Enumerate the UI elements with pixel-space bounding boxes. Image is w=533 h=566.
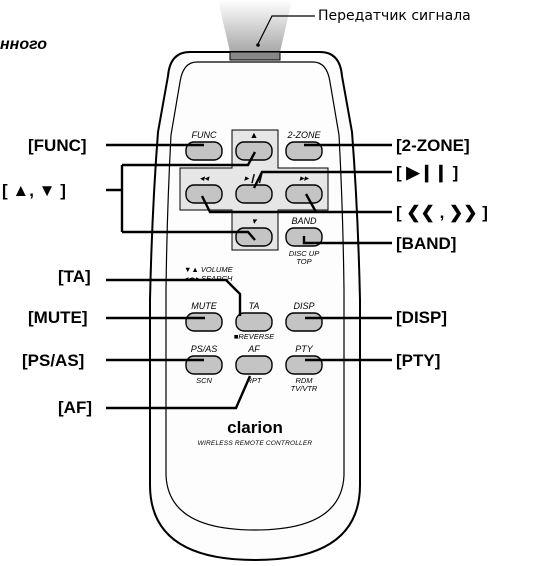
- zone2-button[interactable]: [285, 141, 323, 161]
- af-button-sublabel: RPT: [247, 376, 263, 385]
- psas-button-label: PS/AS: [191, 344, 218, 354]
- pty-button-sublabel-2: TV/VTR: [291, 384, 318, 393]
- leader-band: [302, 236, 392, 245]
- band-button-label: BAND: [291, 216, 317, 226]
- disp-button-label: DISP: [293, 301, 314, 311]
- transmitter-leader-dot: [256, 43, 260, 47]
- psas-button[interactable]: [185, 355, 223, 375]
- heading-fragment: нного: [0, 36, 47, 53]
- leader-up-down: [106, 151, 257, 241]
- band-button-sublabel-2: TOP: [296, 257, 311, 266]
- ta-button-label: TA: [249, 301, 260, 311]
- label-af: [AF]: [58, 398, 92, 417]
- rew-button-label: ◂◂: [199, 173, 210, 183]
- label-up-down: [ ▲, ▼ ]: [2, 181, 66, 200]
- mute-button[interactable]: [185, 312, 223, 332]
- label-mute: [MUTE]: [28, 308, 87, 327]
- search-legend: ◂◂▸▸ SEARCH: [184, 274, 233, 283]
- label-band: [BAND]: [396, 234, 456, 253]
- psas-button-sublabel: SCN: [196, 376, 212, 385]
- leader-af: [106, 375, 252, 410]
- ta-button[interactable]: [235, 312, 273, 332]
- mute-button-label: MUTE: [191, 301, 217, 311]
- band-button-sublabel: DISC UP: [289, 249, 319, 258]
- func-button-label: FUNC: [192, 130, 217, 140]
- zone2-button-label: 2-ZONE: [286, 130, 321, 140]
- transmitter-caption: Передатчик сигнала: [318, 8, 471, 24]
- down-button[interactable]: [235, 227, 273, 247]
- ffw-button-label: ▸▸: [299, 173, 310, 183]
- down-button-label: ▾: [252, 216, 258, 226]
- leader-play-pause: [252, 170, 392, 189]
- label-ta: [TA]: [58, 267, 91, 286]
- label-func: [FUNC]: [28, 136, 87, 155]
- label-disp: [DISP]: [396, 308, 447, 327]
- ffw-button[interactable]: [285, 184, 323, 204]
- disp-button[interactable]: [285, 312, 323, 332]
- transmitter-beam: [218, 0, 292, 52]
- transmitter-leader: [257, 15, 315, 45]
- pty-button-sublabel: RDM: [295, 376, 313, 385]
- rew-button[interactable]: [185, 184, 223, 204]
- label-psas: [PS/AS]: [22, 351, 84, 370]
- volume-legend: ▼▲ VOLUME: [184, 265, 234, 274]
- label-pty: [PTY]: [396, 351, 440, 370]
- transmitter-window: [229, 51, 281, 61]
- playpause-button-label: ▸❙❙: [244, 173, 264, 184]
- up-button-label: ▲: [250, 130, 259, 140]
- up-button[interactable]: [235, 141, 273, 161]
- playpause-button[interactable]: [235, 184, 273, 204]
- label-play-pause: [ ▶❙❙ ]: [396, 163, 458, 183]
- label-2zone: [2-ZONE]: [396, 136, 470, 155]
- leader-ta: [106, 278, 242, 316]
- label-skip: [ ❮❮ , ❯❯ ]: [396, 203, 488, 223]
- brand-subtitle: WIRELESS REMOTE CONTROLLER: [198, 440, 313, 447]
- func-button[interactable]: [185, 141, 223, 161]
- ta-button-sublabel: ■REVERSE: [234, 332, 275, 341]
- leader-skip: [200, 193, 392, 214]
- pty-button[interactable]: [285, 355, 323, 375]
- af-button[interactable]: [235, 355, 273, 375]
- af-button-label: AF: [247, 344, 260, 354]
- pty-button-label: PTY: [295, 344, 314, 354]
- brand-logo: clarion: [227, 418, 283, 437]
